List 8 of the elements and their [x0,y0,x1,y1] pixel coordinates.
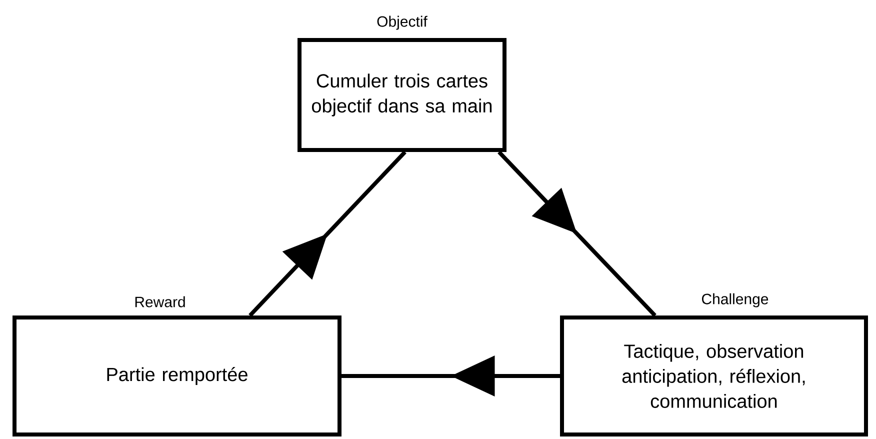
process-box: Tactique, observation anticipation, réflexion, communication [560,315,868,436]
process-box: Cumuler trois cartes objectif dans sa main [298,38,506,152]
box-heading: Challenge [702,293,768,308]
process-box: Partie remportée [12,315,342,436]
box-heading: Reward [135,296,185,308]
arrow [248,150,406,317]
box-heading: Objectif [377,16,428,30]
arrow [498,150,656,317]
